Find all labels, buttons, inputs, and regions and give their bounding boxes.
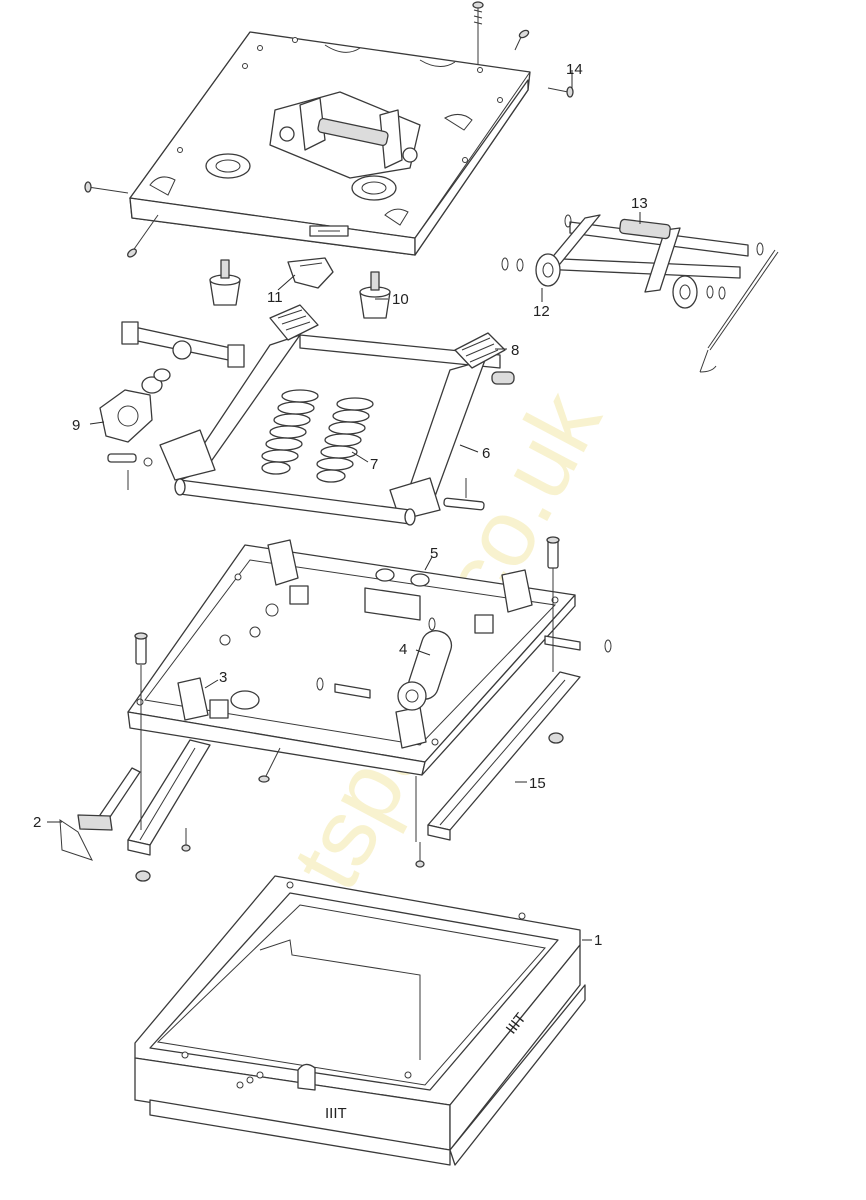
- callout-15: 15: [529, 775, 546, 792]
- callout-10: 10: [392, 291, 409, 308]
- top-screws: [84, 1, 574, 258]
- callout-9: 9: [72, 417, 80, 434]
- adjustment-knob-assembly: [99, 321, 245, 443]
- callout-13: 13: [631, 195, 648, 212]
- slide-rails: [127, 568, 581, 882]
- callout-7: 7: [370, 456, 378, 473]
- scissor-mechanism: [107, 304, 515, 526]
- callout-labels: 1 2 3 4 5 6 7 8 9 10 11 12 13 14 15: [33, 61, 648, 949]
- lower-plate: [127, 539, 612, 776]
- base-frame-part: IIIT IIIT: [134, 875, 586, 1166]
- callout-6: 6: [482, 445, 490, 462]
- leader-lines: [47, 70, 641, 941]
- callout-11: 11: [267, 289, 283, 306]
- spring-pair: [261, 389, 374, 483]
- callout-12: 12: [533, 303, 550, 320]
- callout-4: 4: [399, 641, 407, 658]
- top-plate: [129, 31, 531, 256]
- base-marking-front: IIIT: [325, 1105, 347, 1122]
- callout-5: 5: [430, 545, 438, 562]
- shaft-assembly: [501, 214, 779, 373]
- callout-14: 14: [566, 61, 583, 78]
- callout-3: 3: [219, 669, 227, 686]
- callout-8: 8: [511, 342, 519, 359]
- callout-2: 2: [33, 814, 41, 831]
- height-lever-part: [59, 767, 141, 861]
- lower-plate-bolts: [134, 536, 560, 783]
- callout-1: 1: [594, 932, 602, 949]
